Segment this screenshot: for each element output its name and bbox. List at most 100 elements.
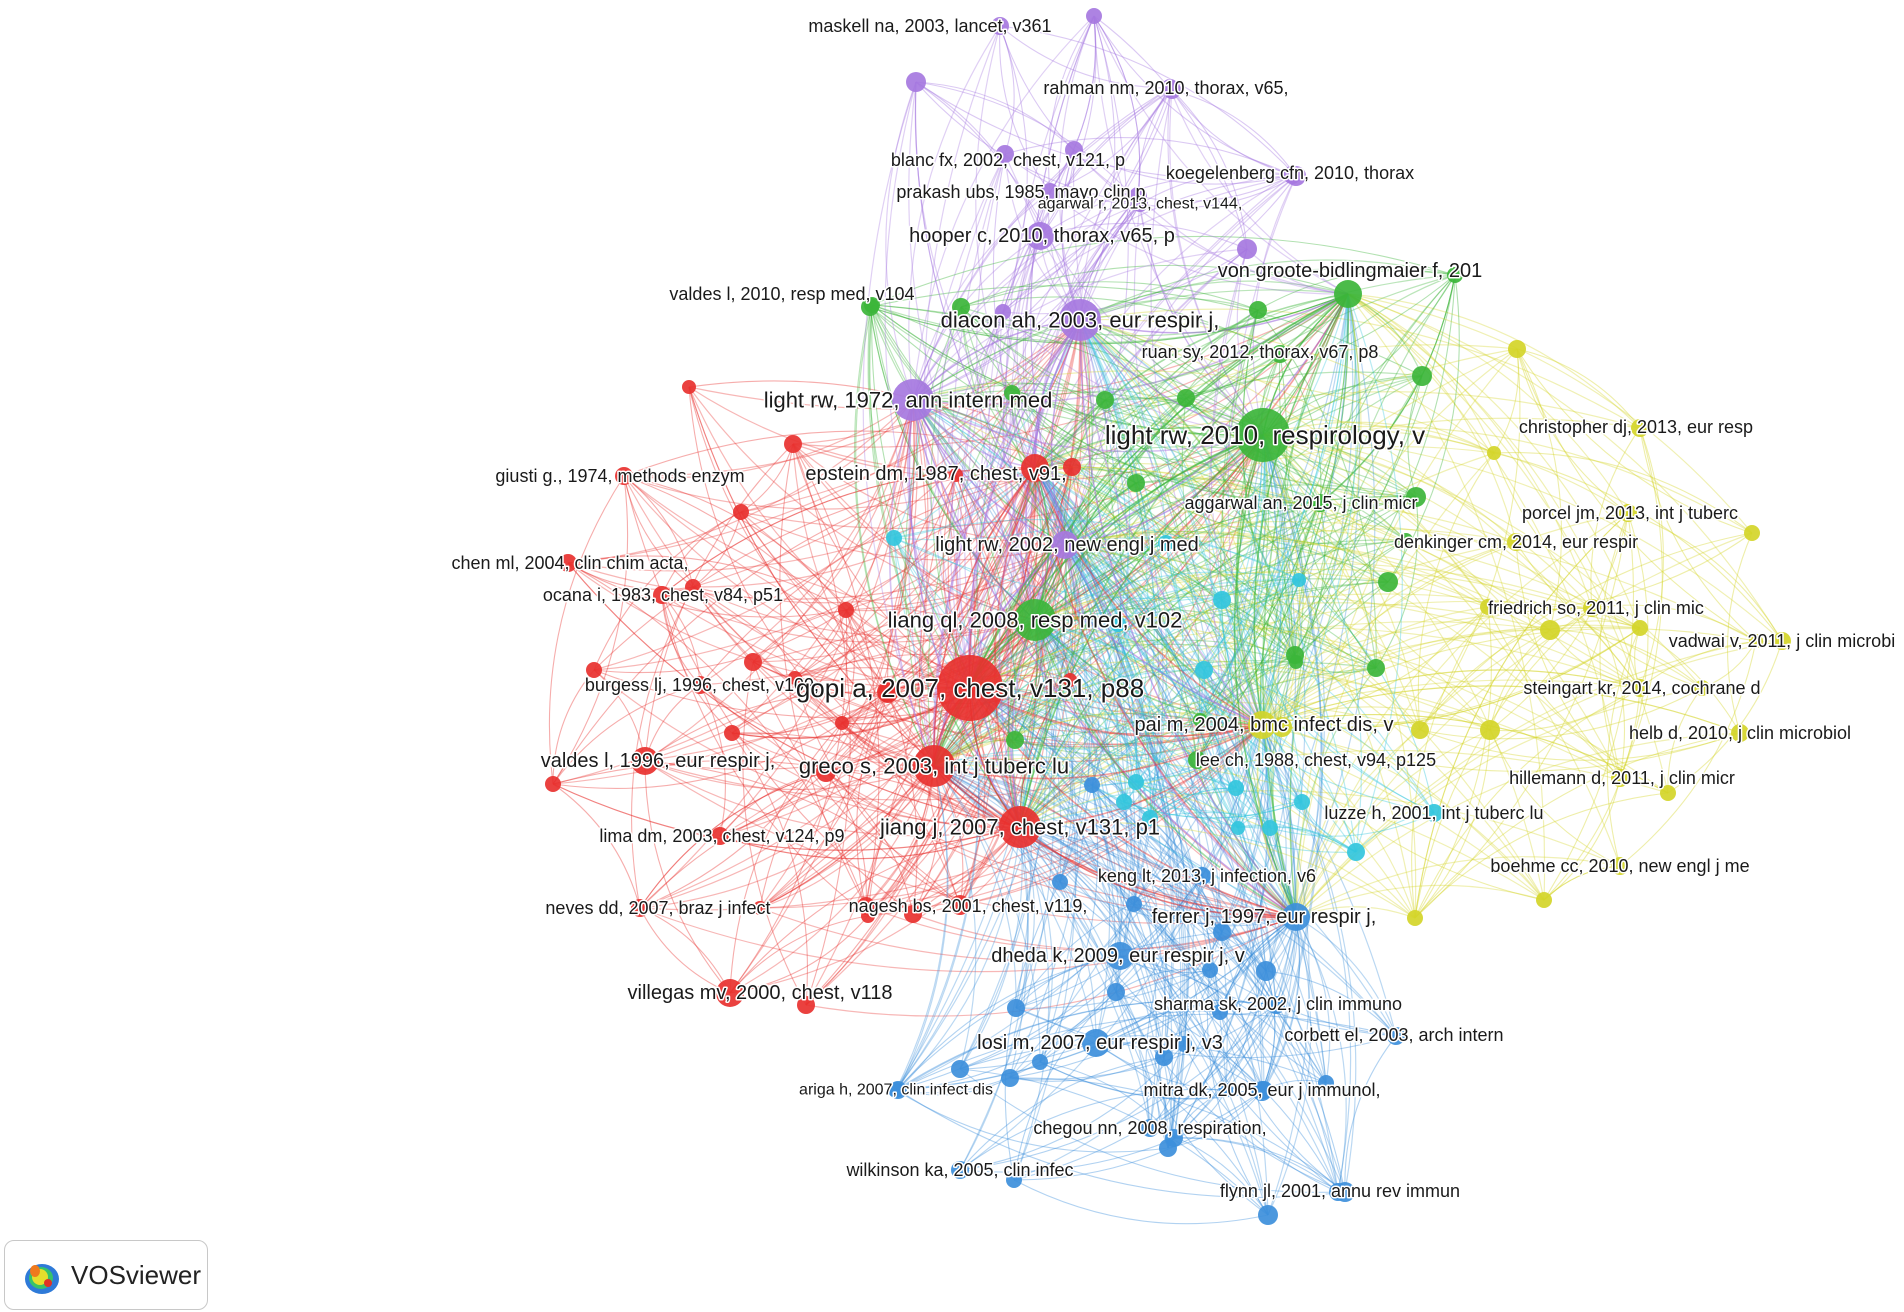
network-node[interactable] [886,530,902,546]
node-mitra[interactable] [1255,1081,1273,1099]
network-node[interactable] [1480,599,1496,615]
network-node[interactable] [1107,983,1125,1001]
node-greco[interactable] [913,745,955,787]
node-corbett[interactable] [1387,1027,1405,1045]
node-limadm[interactable] [711,827,729,845]
network-node[interactable] [788,671,802,685]
network-node[interactable] [1001,1069,1019,1087]
node-giusti[interactable] [615,467,633,485]
network-node[interactable] [878,683,898,703]
network-node[interactable] [1367,659,1385,677]
network-node[interactable] [1128,774,1144,790]
node-paim[interactable] [1248,711,1276,739]
network-node[interactable] [1155,1048,1173,1066]
node-wilkinson[interactable] [951,1161,969,1179]
network-node[interactable] [1176,1036,1192,1052]
network-node[interactable] [1289,655,1303,669]
node-vadwai[interactable] [1773,632,1791,650]
network-node[interactable] [1096,391,1114,409]
node-ruan[interactable] [1271,345,1289,363]
node-gopi[interactable] [937,655,1003,721]
node-liangql[interactable] [1014,599,1056,641]
network-node[interactable] [1052,874,1068,890]
node-villegas[interactable] [716,979,744,1007]
node-leech[interactable] [1188,751,1206,769]
network-node[interactable] [995,304,1011,320]
network-node[interactable] [1213,923,1231,941]
network-node[interactable] [1540,620,1560,640]
network-node[interactable] [906,72,926,92]
vosviewer-badge[interactable]: VOSviewer [4,1240,208,1310]
network-node[interactable] [838,602,854,618]
network-node[interactable] [835,716,849,730]
node-maskell[interactable] [991,17,1009,35]
network-node[interactable] [797,996,815,1014]
network-node[interactable] [816,762,836,782]
network-node[interactable] [1249,301,1267,319]
network-node[interactable] [1110,616,1126,632]
network-node[interactable] [1399,533,1413,547]
network-node[interactable] [952,298,970,316]
network-node[interactable] [753,901,767,915]
network-node[interactable] [1004,385,1020,401]
node-ariga[interactable] [888,1082,904,1098]
network-node[interactable] [1193,713,1207,727]
network-node[interactable] [1158,535,1174,551]
network-node[interactable] [1202,962,1218,978]
network-node[interactable] [545,776,561,792]
node-losi[interactable] [1082,1029,1110,1057]
network-node[interactable] [1480,720,1500,740]
node-helb[interactable] [1731,724,1749,742]
network-node[interactable] [1063,673,1077,687]
node-sharma[interactable] [1267,996,1285,1014]
node-koegelenberg[interactable] [1283,166,1301,184]
network-node[interactable] [1063,458,1081,476]
network-node[interactable] [1262,820,1278,836]
network-node[interactable] [1632,620,1648,636]
node-friedrich[interactable] [1583,599,1601,617]
network-node[interactable] [1272,717,1292,737]
node-vongroote[interactable] [1334,280,1362,308]
network-node[interactable] [1127,474,1145,492]
node-epstein[interactable] [1021,454,1049,482]
network-node[interactable] [1213,591,1231,609]
network-node[interactable] [1749,634,1763,648]
network-node[interactable] [784,435,802,453]
node-valdes1996[interactable] [631,747,659,775]
node-denkinger[interactable] [1507,533,1525,551]
node-nagesh[interactable] [857,897,875,915]
network-node[interactable] [1318,1075,1334,1091]
network-node[interactable] [1411,721,1429,739]
node-neves[interactable] [631,899,649,917]
node-hooper[interactable] [1026,222,1054,250]
node-valdes2010[interactable] [861,298,879,316]
network-node[interactable] [1212,1004,1228,1020]
network-node[interactable] [724,725,740,741]
network-node[interactable] [950,895,970,915]
network-node[interactable] [949,468,963,482]
network-node[interactable] [1219,1083,1233,1097]
node-lightrw1972[interactable] [892,379,934,421]
network-node[interactable] [1294,794,1310,810]
network-node[interactable] [1142,810,1158,826]
network-node[interactable] [1447,267,1463,283]
network-node[interactable] [1032,1054,1048,1070]
node-chegou[interactable] [1141,1119,1159,1137]
network-node[interactable] [586,662,602,678]
network-node[interactable] [1412,366,1432,386]
network-node[interactable] [1660,785,1676,801]
node-jiang[interactable] [999,806,1041,848]
network-node[interactable] [1487,446,1501,460]
network-node[interactable] [1084,777,1100,793]
network-node[interactable] [1508,340,1526,358]
network-node[interactable] [1258,1205,1278,1225]
node-porcel[interactable] [1619,504,1637,522]
node-lightrw2010[interactable] [1236,408,1290,462]
network-node[interactable] [682,380,696,394]
node-prakash[interactable] [1041,183,1059,201]
node-diacon[interactable] [1059,299,1101,341]
network-node[interactable] [1694,680,1710,696]
node-flynn[interactable] [1329,1183,1347,1201]
network-node[interactable] [1536,892,1552,908]
network-node[interactable] [904,905,922,923]
